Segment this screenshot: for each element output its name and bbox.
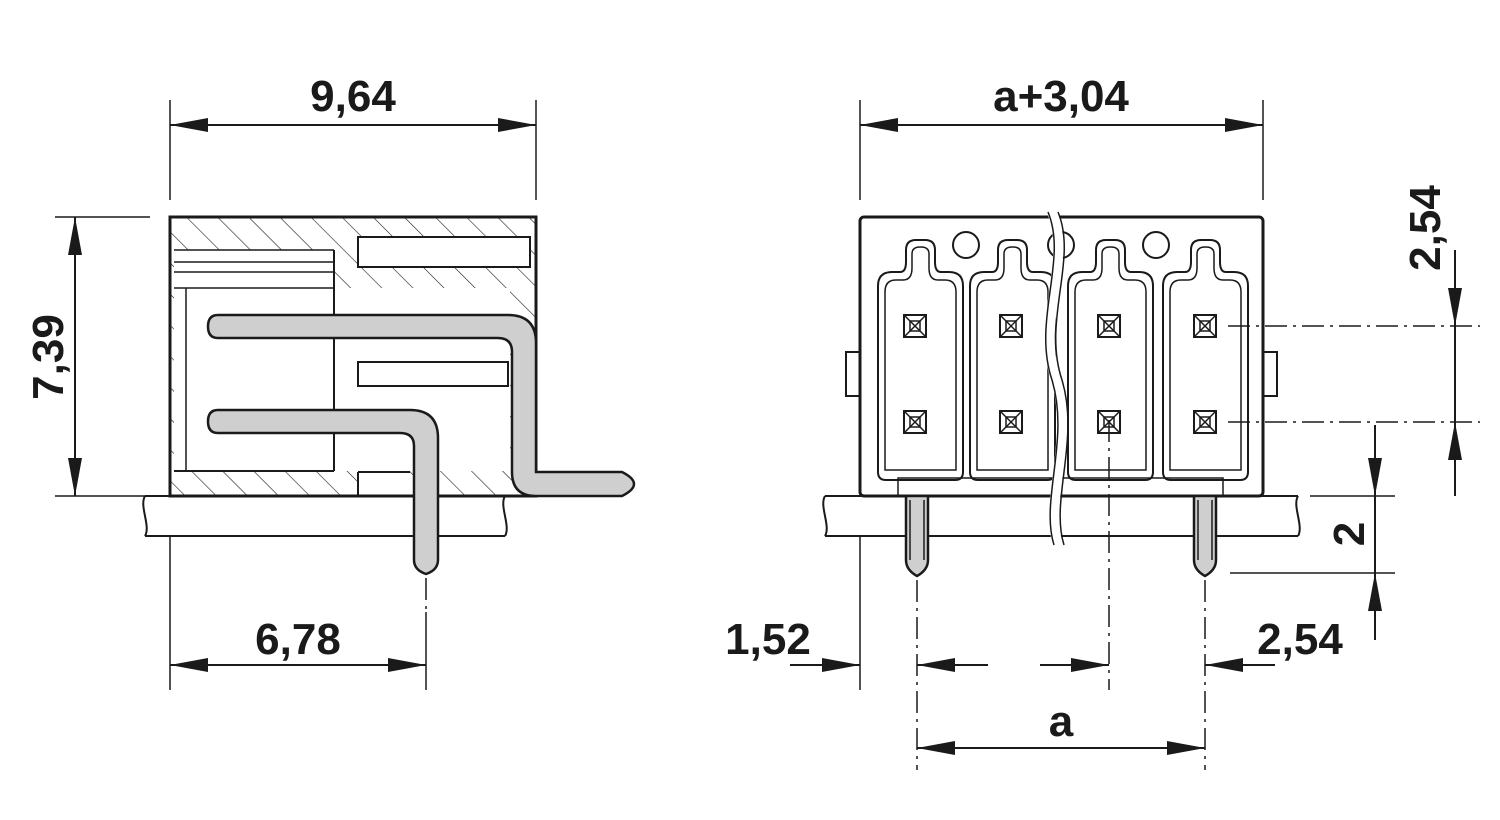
dim-front-left-offset: 1,52	[725, 536, 988, 690]
dim-front-pitch-vertical-label: 2,54	[1401, 185, 1450, 271]
dim-side-width: 9,64	[169, 72, 537, 200]
break-line	[1045, 211, 1059, 546]
pin-square	[903, 410, 927, 434]
polarization-hole	[1142, 231, 1170, 259]
dim-front-pitch-vertical: 2,54	[1401, 185, 1462, 496]
contact-cavity	[1067, 239, 1154, 481]
front-solder-pin	[904, 494, 930, 578]
pin-square	[1097, 314, 1121, 338]
dim-side-height-label: 7,39	[24, 314, 73, 400]
dim-side-pin-offset: 6,78	[169, 536, 427, 690]
dim-front-pitch-a: a	[917, 697, 1205, 755]
side-housing	[168, 215, 538, 498]
front-view: a+3,04 2,54 2 1,52	[725, 72, 1480, 770]
break-line	[1044, 210, 1067, 547]
dim-front-right-offset: 2,54	[1040, 615, 1343, 672]
side-upper-pin	[206, 313, 636, 498]
break-line	[1055, 211, 1069, 546]
dim-front-pitch-a-label: a	[1049, 697, 1074, 746]
front-solder-pin	[1192, 494, 1218, 578]
polarization-hole	[952, 231, 980, 259]
pin-square	[999, 314, 1023, 338]
dim-front-pin-length: 2	[1230, 425, 1395, 640]
pin-square	[999, 410, 1023, 434]
pin-square	[1193, 410, 1217, 434]
pin-square	[903, 314, 927, 338]
contact-cavity	[1162, 239, 1249, 481]
dim-front-right-offset-label: 2,54	[1257, 615, 1343, 664]
dim-front-left-offset-label: 1,52	[725, 615, 811, 664]
dim-front-width: a+3,04	[859, 72, 1264, 200]
side-lower-pin	[206, 408, 440, 576]
dim-front-width-label: a+3,04	[993, 72, 1129, 121]
dim-side-height: 7,39	[24, 216, 150, 497]
dim-front-pin-length-label: 2	[1325, 522, 1374, 546]
dim-side-pin-offset-label: 6,78	[255, 615, 341, 664]
contact-cavity	[877, 239, 964, 481]
dim-side-width-label: 9,64	[310, 72, 396, 121]
side-view: 9,64 7,39 6,78	[24, 72, 636, 690]
pin-square	[1193, 314, 1217, 338]
side-pcb-board	[142, 495, 508, 537]
contact-cavity	[969, 239, 1056, 481]
